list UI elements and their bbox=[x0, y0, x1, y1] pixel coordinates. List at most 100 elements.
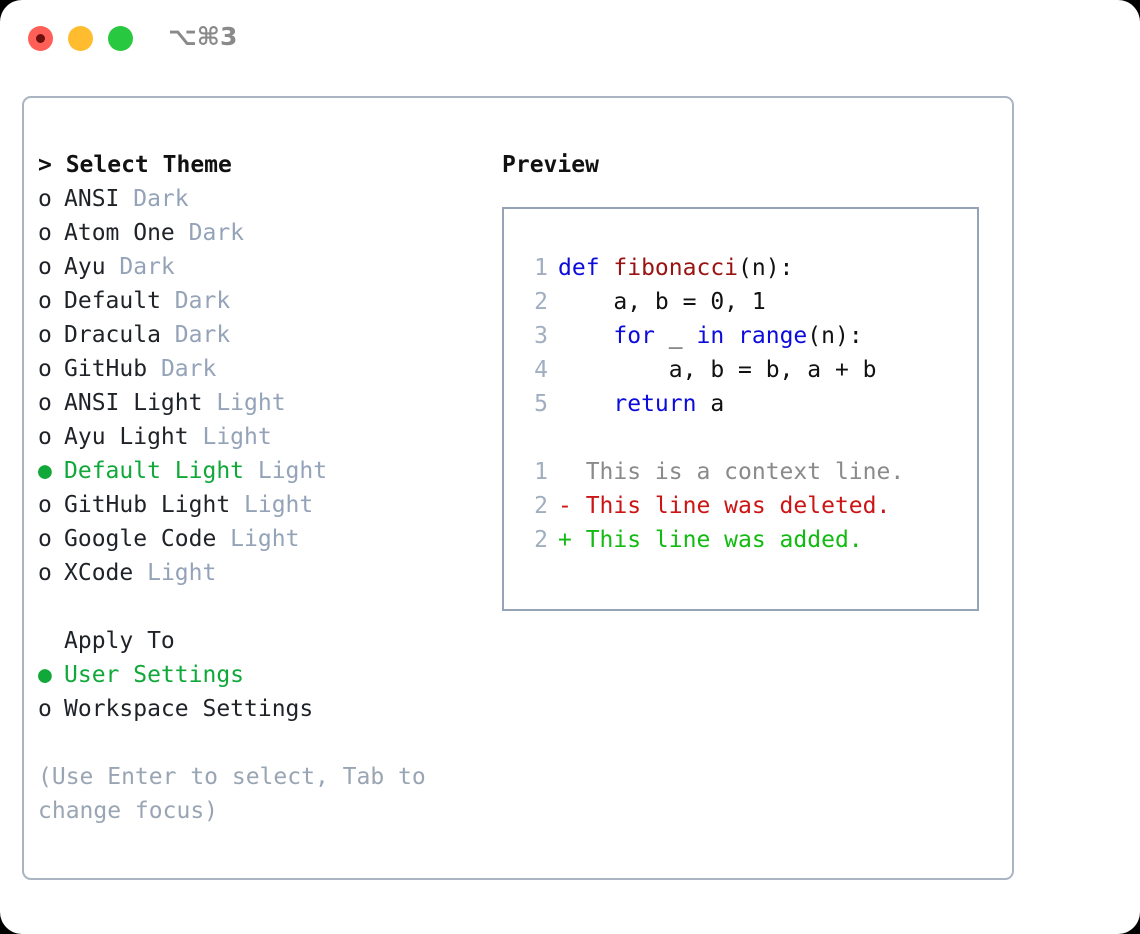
radio-selected-icon[interactable]: ● bbox=[38, 662, 52, 688]
code-token bbox=[558, 391, 613, 417]
apply-to-option-1[interactable]: o Workspace Settings bbox=[38, 692, 488, 726]
theme-option-label: GitHub Light bbox=[64, 492, 231, 518]
diff-line-text: This is a context line. bbox=[558, 459, 905, 485]
theme-option-label: ANSI Light bbox=[64, 390, 203, 416]
code-line: 3 for _ in range(n): bbox=[518, 319, 971, 353]
line-text: for _ in range(n): bbox=[548, 319, 863, 353]
apply-to-header: Apply To bbox=[64, 628, 175, 654]
code-token: fibonacci bbox=[613, 255, 739, 281]
preview-header: Preview bbox=[502, 152, 599, 178]
theme-option-label: Ayu Light bbox=[64, 424, 189, 450]
line-number: 1 bbox=[534, 459, 548, 485]
theme-option-9[interactable]: o GitHub Light Light bbox=[38, 488, 488, 522]
code-token: a, b = b, a + b bbox=[558, 357, 877, 383]
radio-selected-icon[interactable]: ● bbox=[38, 458, 52, 484]
theme-option-kind: Light bbox=[188, 424, 272, 450]
line-number: 2 bbox=[534, 527, 548, 553]
radio-unselected-icon[interactable]: o bbox=[38, 390, 52, 416]
line-number: 3 bbox=[534, 323, 548, 349]
code-token: in bbox=[696, 323, 725, 349]
theme-option-label: XCode bbox=[64, 560, 134, 586]
theme-option-5[interactable]: o GitHub Dark bbox=[38, 352, 488, 386]
theme-option-3[interactable]: o Default Dark bbox=[38, 284, 488, 318]
theme-option-8[interactable]: ●Default Light Light bbox=[38, 454, 488, 488]
theme-option-11[interactable]: o XCode Light bbox=[38, 556, 488, 590]
theme-option-label: Google Code bbox=[64, 526, 217, 552]
line-number: 2 bbox=[534, 289, 548, 315]
code-token: _ bbox=[654, 323, 697, 349]
theme-option-kind: Dark bbox=[119, 186, 189, 212]
code-token: for bbox=[613, 323, 655, 349]
apply-to-list[interactable]: ● User Settings o Workspace Settings bbox=[38, 658, 488, 726]
theme-option-label: Default bbox=[64, 288, 161, 314]
line-number: 4 bbox=[534, 357, 548, 383]
diff-line-text: - This line was deleted. bbox=[558, 493, 891, 519]
diff-line-del: 2 - This line was deleted. bbox=[518, 489, 971, 523]
code-token bbox=[724, 323, 738, 349]
radio-unselected-icon[interactable]: o bbox=[38, 696, 52, 722]
code-line: 5 return a bbox=[518, 387, 971, 421]
radio-unselected-icon[interactable]: o bbox=[38, 560, 52, 586]
theme-option-label: GitHub bbox=[64, 356, 148, 382]
theme-option-kind: Dark bbox=[147, 356, 217, 382]
radio-unselected-icon[interactable]: o bbox=[38, 322, 52, 348]
theme-option-kind: Dark bbox=[174, 220, 245, 246]
apply-to-option-label: User Settings bbox=[64, 662, 245, 688]
code-token: (n): bbox=[807, 323, 863, 349]
diff-line-add: 2+ This line was added. bbox=[518, 523, 971, 557]
theme-option-7[interactable]: o Ayu Light Light bbox=[38, 420, 488, 454]
close-button[interactable] bbox=[28, 26, 53, 51]
maximize-button[interactable] bbox=[108, 26, 133, 51]
radio-unselected-icon[interactable]: o bbox=[38, 424, 52, 450]
radio-unselected-icon[interactable]: o bbox=[38, 186, 52, 212]
line-number: 2 bbox=[534, 493, 548, 519]
radio-unselected-icon[interactable]: o bbox=[38, 254, 52, 280]
theme-option-kind: Dark bbox=[160, 288, 231, 314]
radio-unselected-icon[interactable]: o bbox=[38, 526, 52, 552]
theme-option-label: Atom One bbox=[64, 220, 175, 246]
theme-option-kind: Dark bbox=[160, 322, 231, 348]
theme-option-kind: Light bbox=[133, 560, 217, 586]
theme-option-1[interactable]: o Atom One Dark bbox=[38, 216, 488, 250]
code-line: 2 a, b = 0, 1 bbox=[518, 285, 971, 319]
code-line: 4 a, b = b, a + b bbox=[518, 353, 971, 387]
minimize-button[interactable] bbox=[68, 26, 93, 51]
radio-unselected-icon[interactable]: o bbox=[38, 492, 52, 518]
select-theme-header: > Select Theme bbox=[38, 152, 232, 178]
code-token: return bbox=[613, 391, 697, 417]
diff-line-ctx: 1 This is a context line. bbox=[518, 455, 971, 489]
title-bar: ⌥⌘3 bbox=[0, 0, 1140, 78]
line-text: a, b = 0, 1 bbox=[548, 285, 765, 319]
radio-unselected-icon[interactable]: o bbox=[38, 288, 52, 314]
theme-option-label: Default Light bbox=[64, 458, 245, 484]
code-token bbox=[558, 323, 613, 349]
theme-option-label: Dracula bbox=[64, 322, 161, 348]
apply-to-option-0[interactable]: ● User Settings bbox=[38, 658, 488, 692]
diff-lines: 1 This is a context line. 2 - This line wa… bbox=[518, 455, 971, 557]
radio-unselected-icon[interactable]: o bbox=[38, 356, 52, 382]
list-spacer bbox=[38, 590, 488, 624]
code-token: range bbox=[738, 323, 808, 349]
keyboard-hint: (Use Enter to select, Tab to change focu… bbox=[38, 764, 426, 824]
keyboard-shortcut-label: ⌥⌘3 bbox=[168, 22, 238, 51]
theme-option-kind: Light bbox=[230, 492, 314, 518]
apply-to-option-label: Workspace Settings bbox=[64, 696, 314, 722]
code-token: def bbox=[558, 255, 614, 281]
code-diff-gap bbox=[518, 421, 971, 455]
line-text: a, b = b, a + b bbox=[548, 353, 877, 387]
line-number: 5 bbox=[534, 391, 548, 417]
radio-unselected-icon[interactable]: o bbox=[38, 220, 52, 246]
theme-option-4[interactable]: o Dracula Dark bbox=[38, 318, 488, 352]
line-text: def fibonacci(n): bbox=[548, 251, 793, 285]
